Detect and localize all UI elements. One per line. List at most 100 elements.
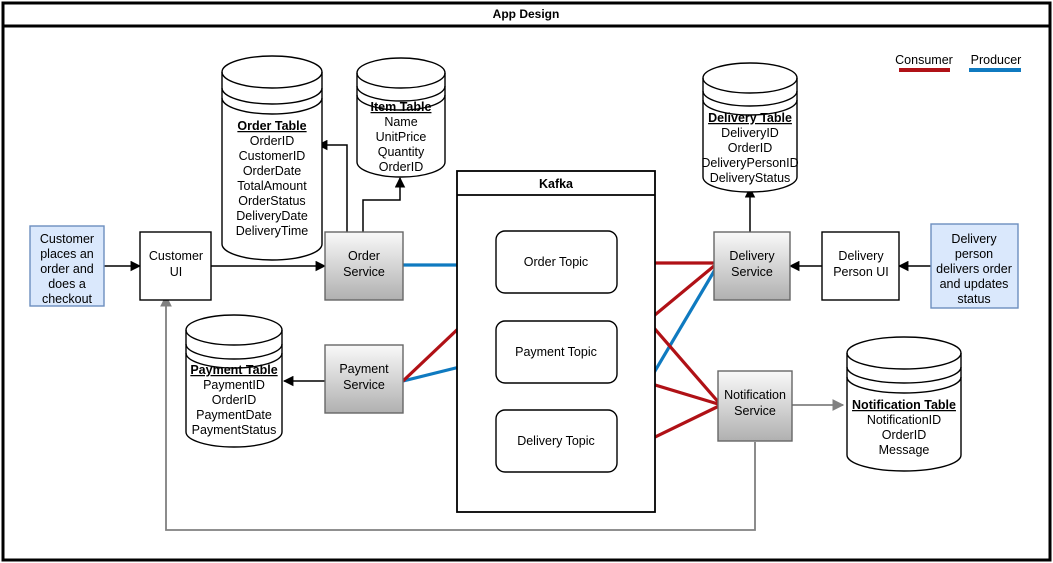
- order-table-field-3: OrderDate: [243, 164, 301, 178]
- order-topic-box[interactable]: [495, 230, 618, 294]
- customer-note-line-3: order and: [40, 262, 94, 276]
- item-table-field-3: Quantity: [378, 145, 425, 159]
- order-service-label-2: Service: [343, 265, 385, 279]
- delivery-table-rim-1: [702, 77, 798, 94]
- delivery-note-line-3: delivers order: [936, 262, 1012, 276]
- delivery-person-ui[interactable]: Delivery Person UI: [821, 231, 900, 301]
- order-table-field-4: TotalAmount: [237, 179, 307, 193]
- customer-note-line-1: Customer: [40, 232, 94, 246]
- customer-ui-label-1: Customer: [149, 249, 203, 263]
- delivery-note-line-5: status: [957, 292, 990, 306]
- customer-ui-box[interactable]: [139, 231, 212, 301]
- delivery-table-cylinder: [702, 62, 798, 193]
- delivery-note-line-1: Delivery: [951, 232, 997, 246]
- notification-table-cylinder: [846, 336, 962, 472]
- page-title: App Design: [493, 7, 560, 21]
- item-table-field-4: OrderID: [379, 160, 423, 174]
- flow-order-service-to-item-table: [362, 176, 406, 232]
- delivery-note-line-4: and updates: [940, 277, 1009, 291]
- kafka-title: Kafka: [539, 177, 574, 191]
- payment-table-rim-1: [185, 329, 283, 346]
- notification-table-title: Notification Table: [852, 398, 956, 412]
- delivery-note-line-2: person: [955, 247, 993, 261]
- legend-consumer-label: Consumer: [895, 53, 953, 67]
- payment-table-rim-2: [185, 343, 283, 360]
- delivery-topic-box[interactable]: [495, 409, 618, 473]
- delivery-table-title: Delivery Table: [708, 111, 792, 125]
- order-table-rim-2: [221, 87, 323, 105]
- customer-note-box: [29, 225, 105, 307]
- delivery-person-ui-label-2: Person UI: [833, 265, 889, 279]
- order-table-title: Order Table: [237, 119, 306, 133]
- notification-table-field-3: Message: [879, 443, 930, 457]
- notification-table-rim-2: [846, 366, 962, 384]
- item-table: Item Table Name UnitPrice Quantity Order…: [356, 57, 446, 178]
- item-table-rim-2: [356, 85, 446, 102]
- notification-table-rim-3: [846, 376, 962, 394]
- payment-topic-label: Payment Topic: [515, 345, 597, 359]
- delivery-table: Delivery Table DeliveryID OrderID Delive…: [701, 62, 799, 193]
- delivery-person-note: Delivery person delivers order and updat…: [930, 223, 1019, 309]
- customer-note-line-2: places an: [40, 247, 94, 261]
- delivery-service-box[interactable]: [713, 231, 791, 301]
- item-table-rim-3: [356, 94, 446, 111]
- delivery-topic-label: Delivery Topic: [517, 434, 595, 448]
- notification-table-field-2: OrderID: [882, 428, 926, 442]
- payment-service[interactable]: Payment Service: [324, 344, 404, 414]
- order-topic-label: Order Topic: [524, 255, 588, 269]
- order-service-label-1: Order: [348, 249, 380, 263]
- item-table-field-2: UnitPrice: [376, 130, 427, 144]
- legend: Consumer Producer: [895, 53, 1022, 72]
- delivery-person-ui-label-1: Delivery: [838, 249, 884, 263]
- payment-table-field-1: PaymentID: [203, 378, 265, 392]
- payment-service-label-2: Service: [343, 378, 385, 392]
- notification-service-box[interactable]: [717, 370, 793, 442]
- order-service[interactable]: Order Service: [324, 231, 404, 301]
- item-table-cylinder: [356, 57, 446, 178]
- flow-notification-service-to-customer-ui: [160, 294, 756, 531]
- notification-service-label-1: Notification: [724, 388, 786, 402]
- payment-table: Payment Table PaymentID OrderID PaymentD…: [185, 314, 283, 448]
- payment-table-cylinder: [185, 314, 283, 448]
- order-service-box[interactable]: [324, 231, 404, 301]
- payment-table-field-4: PaymentStatus: [192, 423, 277, 437]
- notification-table-field-1: NotificationID: [867, 413, 941, 427]
- delivery-topic[interactable]: Delivery Topic: [495, 409, 618, 473]
- order-table-cylinder: [221, 55, 323, 261]
- delivery-person-note-box: [930, 223, 1019, 309]
- item-table-title: Item Table: [371, 100, 432, 114]
- order-table: Order Table OrderID CustomerID OrderDate…: [221, 55, 323, 261]
- order-table-field-6: DeliveryDate: [236, 209, 308, 223]
- delivery-table-field-3: DeliveryPersonID: [701, 156, 798, 170]
- order-table-field-2: CustomerID: [239, 149, 306, 163]
- payment-table-field-2: OrderID: [212, 393, 256, 407]
- payment-table-title: Payment Table: [190, 363, 277, 377]
- payment-table-field-3: PaymentDate: [196, 408, 272, 422]
- legend-producer-label: Producer: [971, 53, 1022, 67]
- delivery-table-field-2: OrderID: [728, 141, 772, 155]
- order-table-field-7: DeliveryTime: [236, 224, 309, 238]
- notification-service-label-2: Service: [734, 404, 776, 418]
- delivery-service-label-2: Service: [731, 265, 773, 279]
- customer-ui-label-2: UI: [170, 265, 183, 279]
- payment-topic-box[interactable]: [495, 320, 618, 384]
- notification-service[interactable]: Notification Service: [717, 370, 793, 442]
- delivery-person-ui-box[interactable]: [821, 231, 900, 301]
- customer-note-line-4: does a: [48, 277, 86, 291]
- delivery-service-label-1: Delivery: [729, 249, 775, 263]
- delivery-table-rim-2: [702, 90, 798, 107]
- notification-table-rim-1: [846, 352, 962, 370]
- order-table-rim-3: [221, 97, 323, 115]
- order-topic[interactable]: Order Topic: [495, 230, 618, 294]
- payment-service-box[interactable]: [324, 344, 404, 414]
- customer-ui[interactable]: Customer UI: [139, 231, 212, 301]
- payment-topic[interactable]: Payment Topic: [495, 320, 618, 384]
- item-table-field-1: Name: [384, 115, 417, 129]
- delivery-service[interactable]: Delivery Service: [713, 231, 791, 301]
- customer-note: Customer places an order and does a chec…: [29, 225, 105, 307]
- item-table-rim-1: [356, 72, 446, 89]
- notification-table: Notification Table NotificationID OrderI…: [846, 336, 962, 472]
- payment-service-label-1: Payment: [339, 362, 389, 376]
- order-table-field-5: OrderStatus: [238, 194, 305, 208]
